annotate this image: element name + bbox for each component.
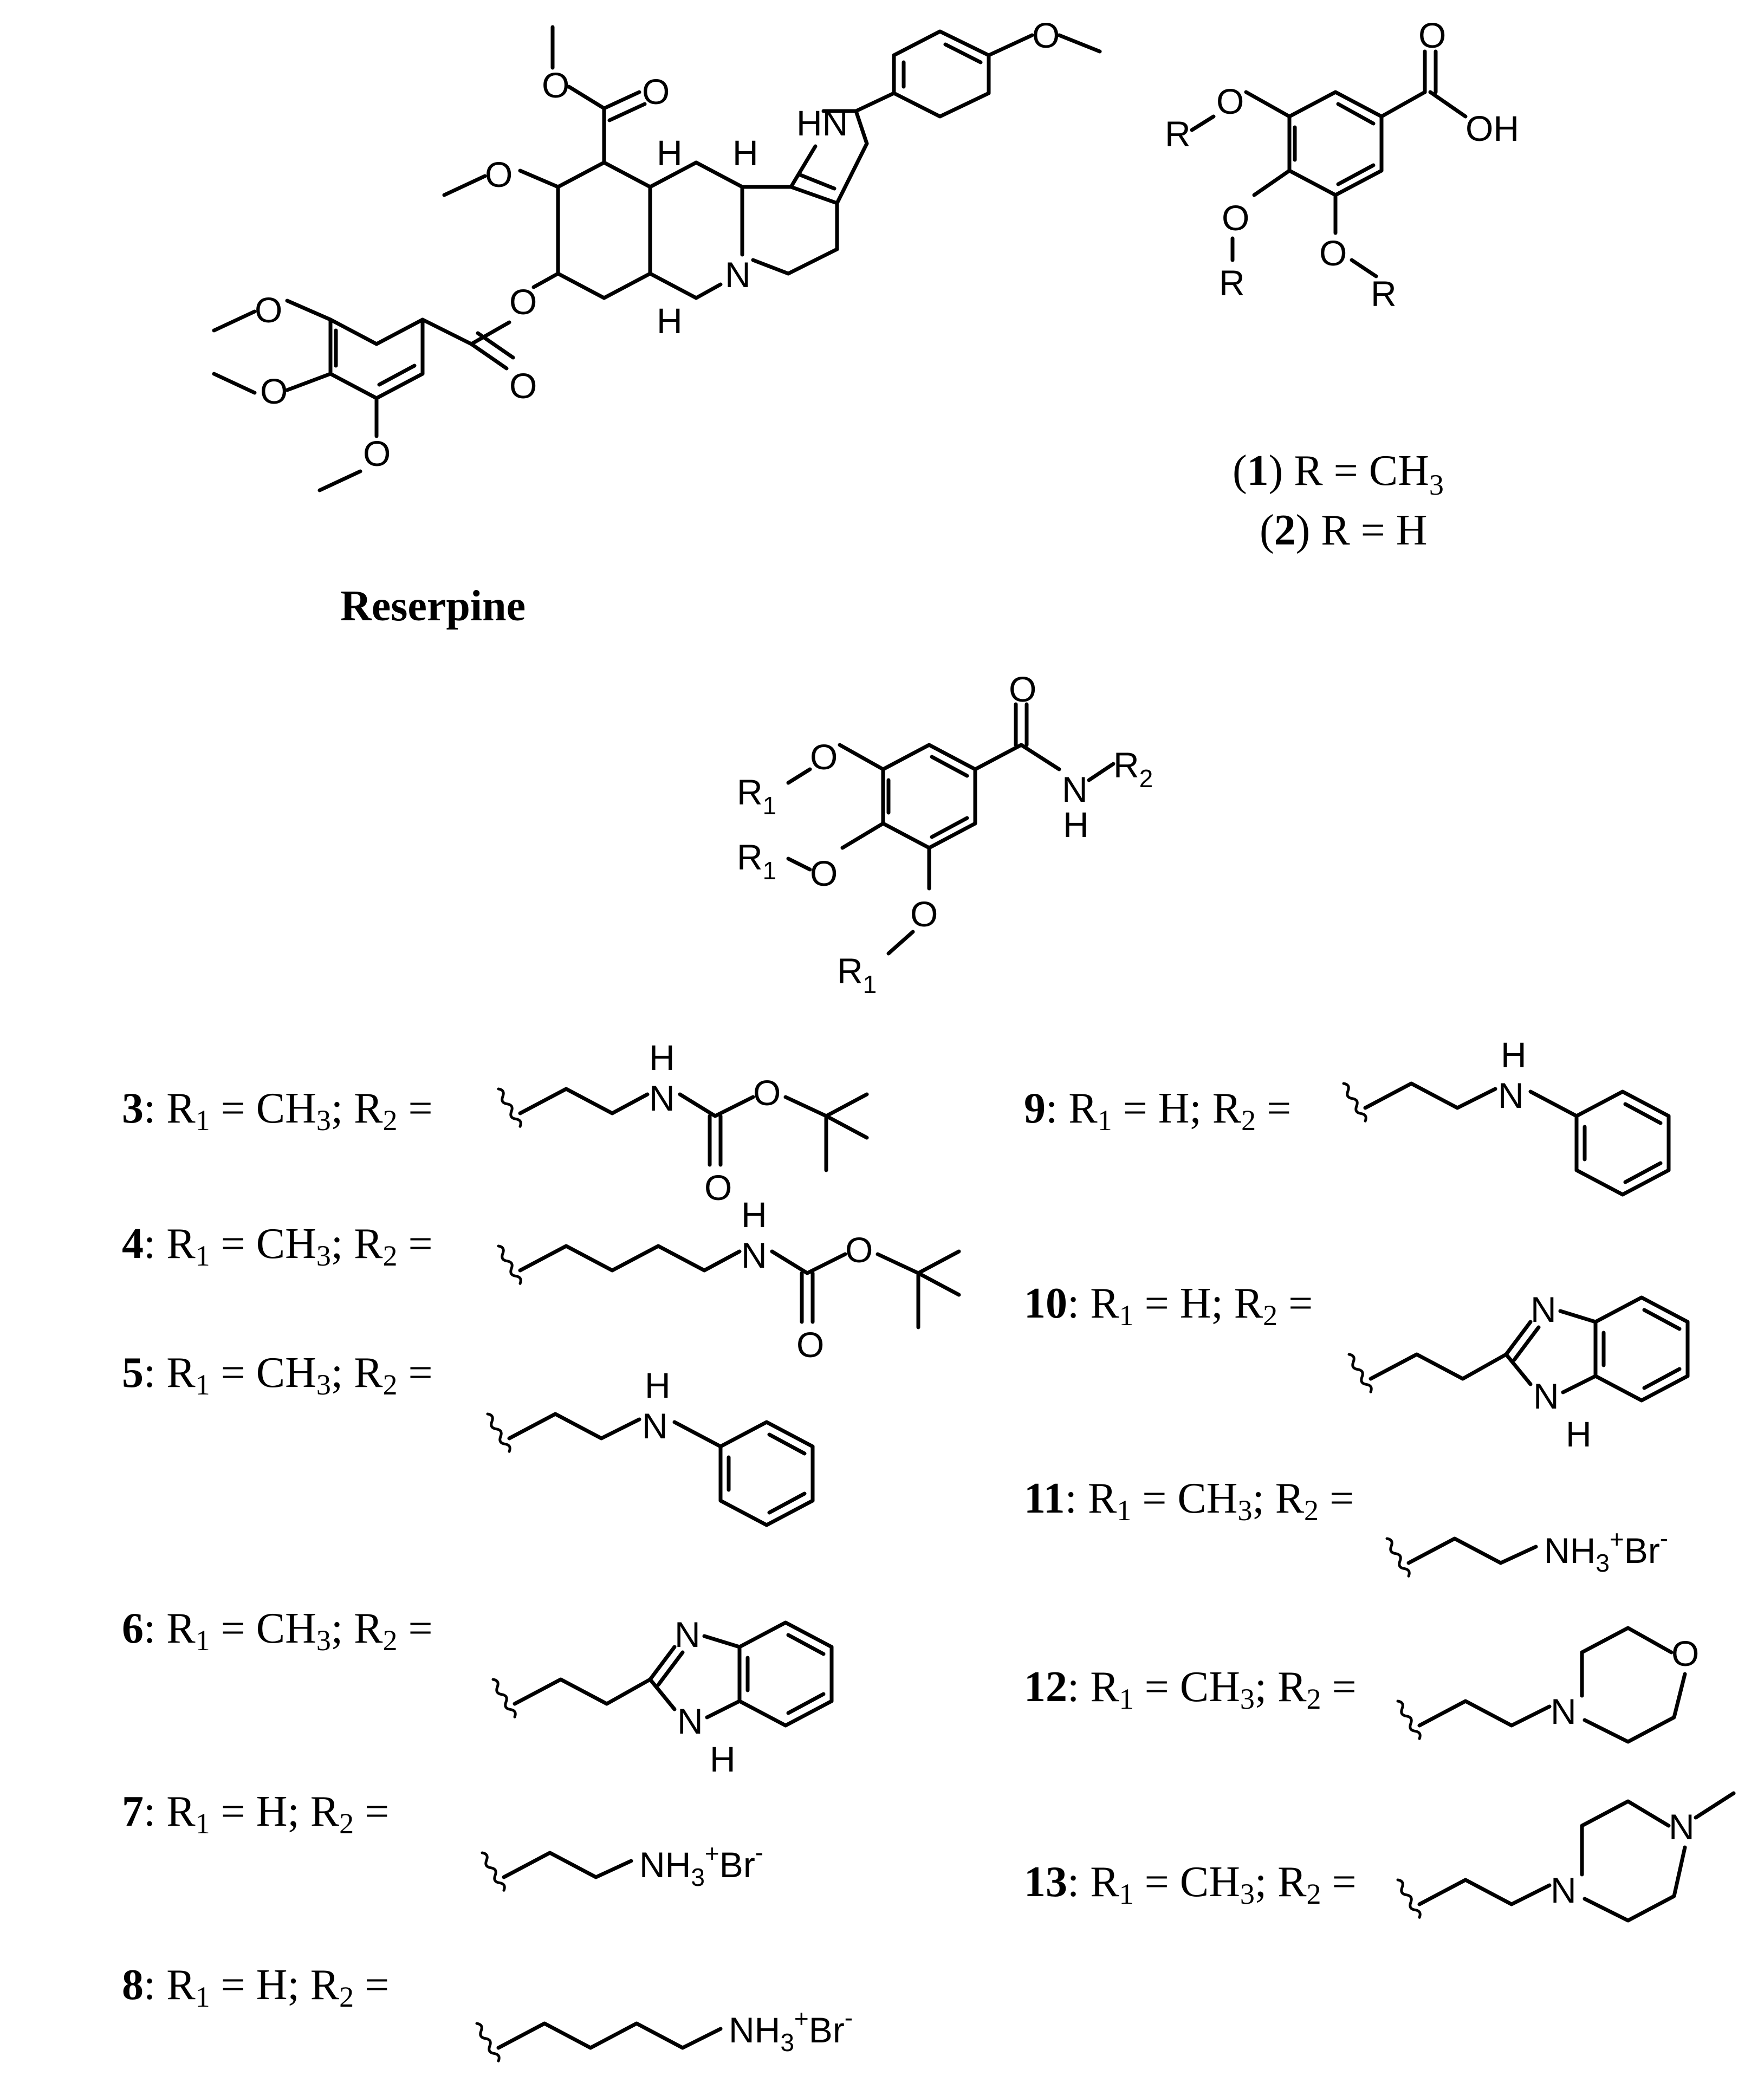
benzoic-acid-structure: O OH O R O R O R bbox=[1165, 15, 1519, 314]
atom-o: O bbox=[485, 154, 513, 194]
compound-labels-left: 3: R1 = CH3; R2 = 4: R1 = CH3; R2 = 5: R… bbox=[122, 1085, 433, 2013]
substituent-12: N O bbox=[1396, 1626, 1699, 1744]
atom-h: H bbox=[1501, 1035, 1527, 1075]
atom-n: N bbox=[1669, 1807, 1695, 1847]
substituent-6: N N H bbox=[491, 1614, 834, 1779]
compound-9-label: 9: R1 = H; R2 = bbox=[1024, 1085, 1291, 1137]
atom-n: N bbox=[675, 1614, 701, 1655]
reserpine-structure: O HN N H H H O bbox=[212, 15, 1102, 492]
substituent-13: N N bbox=[1396, 1791, 1736, 1923]
atom-o: O bbox=[1418, 15, 1446, 55]
compound-13-label: 13: R1 = CH3; R2 = bbox=[1024, 1858, 1357, 1910]
substituent-11: NH3+Br- bbox=[1385, 1524, 1668, 1578]
atom-o: O bbox=[363, 433, 391, 473]
substituent-5: N H bbox=[485, 1365, 815, 1527]
atom-h: H bbox=[645, 1365, 671, 1405]
amide-core-structure: O N H R2 O R1 O R1 O R1 bbox=[737, 669, 1153, 998]
atom-nh3: NH3+Br- bbox=[729, 2003, 853, 2056]
atom-hn: HN bbox=[796, 103, 848, 143]
atom-r1: R1 bbox=[737, 772, 776, 820]
substituent-9: N H bbox=[1341, 1035, 1671, 1197]
compound-labels-right: 9: R1 = H; R2 = 10: R1 = H; R2 = 11: R1 … bbox=[1024, 1085, 1357, 1910]
atom-h: H bbox=[649, 1037, 675, 1078]
atom-h: H bbox=[1063, 805, 1089, 845]
atom-oh: OH bbox=[1465, 108, 1519, 148]
atom-n: N bbox=[649, 1078, 675, 1118]
atom-o: O bbox=[1222, 198, 1249, 238]
atom-o: O bbox=[910, 894, 938, 934]
compound-2-label: (2) R = H bbox=[1260, 507, 1428, 554]
atom-o: O bbox=[509, 366, 537, 406]
atom-n: N bbox=[1530, 1289, 1557, 1329]
atom-o: O bbox=[255, 290, 282, 330]
atom-o: O bbox=[509, 282, 537, 322]
compound-12-label: 12: R1 = CH3; R2 = bbox=[1024, 1663, 1357, 1715]
atom-o: O bbox=[1216, 81, 1244, 121]
atom-r1: R1 bbox=[837, 951, 877, 998]
compound-7-label: 7: R1 = H; R2 = bbox=[122, 1788, 389, 1840]
atom-n: N bbox=[725, 255, 751, 295]
atom-h: H bbox=[732, 133, 758, 173]
compound-4-label: 4: R1 = CH3; R2 = bbox=[122, 1220, 433, 1272]
atom-o: O bbox=[1032, 15, 1060, 55]
atom-n: N bbox=[677, 1701, 703, 1741]
substituent-4: N H O O bbox=[496, 1195, 961, 1365]
atom-n: N bbox=[642, 1406, 668, 1446]
compound-3-label: 3: R1 = CH3; R2 = bbox=[122, 1085, 433, 1137]
atom-r1: R1 bbox=[737, 837, 776, 885]
atom-h: H bbox=[657, 133, 683, 173]
atom-o: O bbox=[796, 1325, 824, 1365]
substituent-7: NH3+Br- bbox=[480, 1838, 763, 1892]
atom-nh3: NH3+Br- bbox=[639, 1838, 763, 1891]
atom-n: N bbox=[1533, 1376, 1559, 1416]
atom-h: H bbox=[1566, 1414, 1592, 1454]
atom-r: R bbox=[1371, 274, 1397, 314]
substituent-10: N N H bbox=[1347, 1289, 1690, 1454]
atom-o: O bbox=[1671, 1633, 1699, 1673]
substituent-3: N H O O bbox=[496, 1037, 869, 1208]
atom-n: N bbox=[1551, 1870, 1577, 1910]
atom-o: O bbox=[260, 371, 288, 411]
compound-10-label: 10: R1 = H; R2 = bbox=[1024, 1280, 1313, 1332]
atom-o: O bbox=[810, 737, 838, 777]
atom-n: N bbox=[1062, 769, 1088, 809]
atom-o: O bbox=[704, 1167, 732, 1208]
atom-n: N bbox=[741, 1235, 767, 1275]
atom-nh3: NH3+Br- bbox=[1544, 1524, 1668, 1577]
atom-r: R bbox=[1165, 114, 1191, 154]
compound-1-label: (1) R = CH3 bbox=[1233, 447, 1444, 501]
compound-8-label: 8: R1 = H; R2 = bbox=[122, 1961, 389, 2013]
atom-r: R bbox=[1219, 263, 1245, 303]
atom-o: O bbox=[542, 65, 569, 105]
atom-o: O bbox=[642, 72, 670, 112]
atom-h: H bbox=[710, 1739, 736, 1779]
atom-r2: R2 bbox=[1113, 745, 1153, 793]
atom-n: N bbox=[1498, 1075, 1524, 1115]
compound-6-label: 6: R1 = CH3; R2 = bbox=[122, 1605, 433, 1657]
compound-11-label: 11: R1 = CH3; R2 = bbox=[1024, 1475, 1354, 1527]
atom-o: O bbox=[1319, 233, 1347, 273]
compound-5-label: 5: R1 = CH3; R2 = bbox=[122, 1349, 433, 1401]
atom-o: O bbox=[810, 853, 838, 893]
reserpine-label: Reserpine bbox=[340, 582, 526, 630]
atom-h: H bbox=[657, 301, 683, 341]
atom-o: O bbox=[753, 1073, 781, 1113]
atom-o: O bbox=[845, 1230, 873, 1270]
atom-n: N bbox=[1551, 1691, 1577, 1731]
atom-h: H bbox=[741, 1195, 767, 1235]
substituent-8: NH3+Br- bbox=[475, 2003, 853, 2062]
atom-o: O bbox=[1009, 669, 1036, 709]
